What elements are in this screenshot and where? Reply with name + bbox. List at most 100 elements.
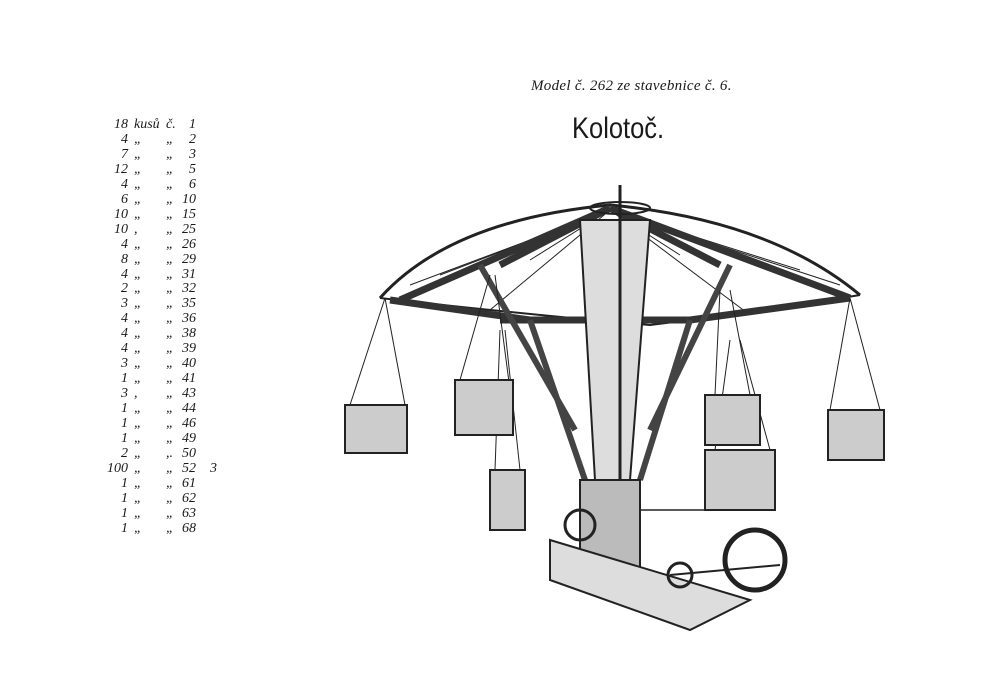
part-number-label: „	[166, 161, 174, 177]
part-unit: „	[134, 431, 142, 447]
part-number: 26	[182, 236, 196, 252]
part-number: 15	[182, 206, 196, 222]
part-unit: „	[134, 191, 142, 207]
part-quantity: 4	[121, 311, 128, 327]
part-number: 25	[182, 221, 196, 237]
part-unit: „	[134, 505, 142, 521]
part-number: 29	[182, 251, 196, 267]
page-title: Kolotoč.	[572, 112, 665, 145]
part-number-label: č.	[166, 117, 176, 132]
part-unit: „	[134, 296, 142, 312]
part-number: 50	[182, 445, 196, 461]
part-number: 46	[182, 416, 196, 432]
part-number-label: „	[166, 311, 174, 327]
part-number-label: „	[166, 356, 174, 372]
part-number-label: „	[166, 341, 174, 357]
part-number-label: „	[166, 326, 174, 342]
part-number-label: „	[166, 146, 174, 162]
part-quantity: 4	[121, 236, 128, 252]
part-number: 68	[182, 520, 196, 536]
part-number: 62	[182, 490, 196, 506]
part-number-label: „	[166, 236, 174, 252]
part-number-label: „	[166, 460, 174, 476]
part-number: 49	[182, 431, 196, 447]
part-unit: „	[134, 131, 142, 147]
part-number-label: „	[166, 505, 174, 521]
part-number-label: „	[166, 281, 174, 297]
part-number: 35	[182, 296, 196, 312]
part-unit: „	[134, 251, 142, 267]
part-unit: „	[134, 445, 142, 461]
part-quantity: 1	[121, 371, 128, 387]
part-quantity: 4	[121, 176, 128, 192]
part-quantity: 1	[121, 505, 128, 521]
part-unit: „	[134, 371, 142, 387]
part-unit: „	[134, 176, 142, 192]
part-quantity: 1	[121, 401, 128, 417]
part-number: 41	[182, 371, 196, 387]
part-unit: „	[134, 520, 142, 536]
part-quantity: 3	[121, 296, 128, 312]
part-number-label: „	[166, 251, 174, 267]
part-number-label: „	[166, 131, 174, 147]
part-number-label: „	[166, 386, 174, 402]
part-number-label: „	[166, 401, 174, 417]
part-unit: „	[134, 401, 142, 417]
part-number: 63	[182, 505, 196, 521]
part-quantity: 1	[121, 490, 128, 506]
part-quantity: 18	[114, 117, 128, 132]
part-unit: „	[134, 356, 142, 372]
part-unit: ,	[134, 386, 138, 402]
part-unit: kusů	[134, 117, 160, 132]
part-number: 6	[189, 176, 196, 192]
part-unit: „	[134, 236, 142, 252]
part-number: 52	[182, 460, 196, 476]
part-quantity: 10	[114, 206, 128, 222]
part-quantity: 3	[121, 386, 128, 402]
part-quantity: 4	[121, 341, 128, 357]
part-quantity: 1	[121, 520, 128, 536]
part-number: 36	[182, 311, 196, 327]
carousel-illustration	[344, 185, 885, 632]
part-number-label: „	[166, 191, 174, 207]
part-number-label: „	[166, 431, 174, 447]
part-unit: „	[134, 146, 142, 162]
part-number: 3	[189, 146, 196, 162]
part-number: 44	[182, 401, 196, 417]
part-quantity: 1	[121, 431, 128, 447]
part-quantity: 4	[121, 266, 128, 282]
part-unit: „	[134, 326, 142, 342]
model-subtitle: Model č. 262 ze stavebnice č. 6.	[531, 78, 732, 94]
part-quantity: 4	[121, 131, 128, 147]
part-number: 38	[182, 326, 196, 342]
part-unit: „	[134, 266, 142, 282]
part-number-label: „	[166, 416, 174, 432]
part-number-label: „	[166, 475, 174, 491]
part-unit: ,	[134, 221, 138, 237]
part-quantity: 3	[121, 356, 128, 372]
part-unit: „	[134, 460, 142, 476]
part-number: 32	[182, 281, 196, 297]
part-number: 2	[189, 131, 196, 147]
part-quantity: 8	[121, 251, 128, 267]
part-unit: „	[134, 475, 142, 491]
part-quantity: 1	[121, 416, 128, 432]
part-number: 43	[182, 386, 196, 402]
part-number-label: „	[166, 296, 174, 312]
part-extra: 3	[210, 460, 217, 476]
part-number-label: „	[166, 520, 174, 536]
part-quantity: 2	[121, 445, 128, 461]
part-number: 10	[182, 191, 196, 207]
part-quantity: 12	[114, 161, 128, 177]
part-quantity: 10	[114, 221, 128, 237]
part-quantity: 100	[107, 460, 128, 476]
part-unit: „	[134, 206, 142, 222]
part-unit: „	[134, 490, 142, 506]
part-unit: „	[134, 161, 142, 177]
part-number-label: „	[166, 371, 174, 387]
part-number-label: „	[166, 266, 174, 282]
part-number: 31	[182, 266, 196, 282]
part-number-label: „	[166, 221, 174, 237]
part-number: 39	[182, 341, 196, 357]
part-unit: „	[134, 416, 142, 432]
